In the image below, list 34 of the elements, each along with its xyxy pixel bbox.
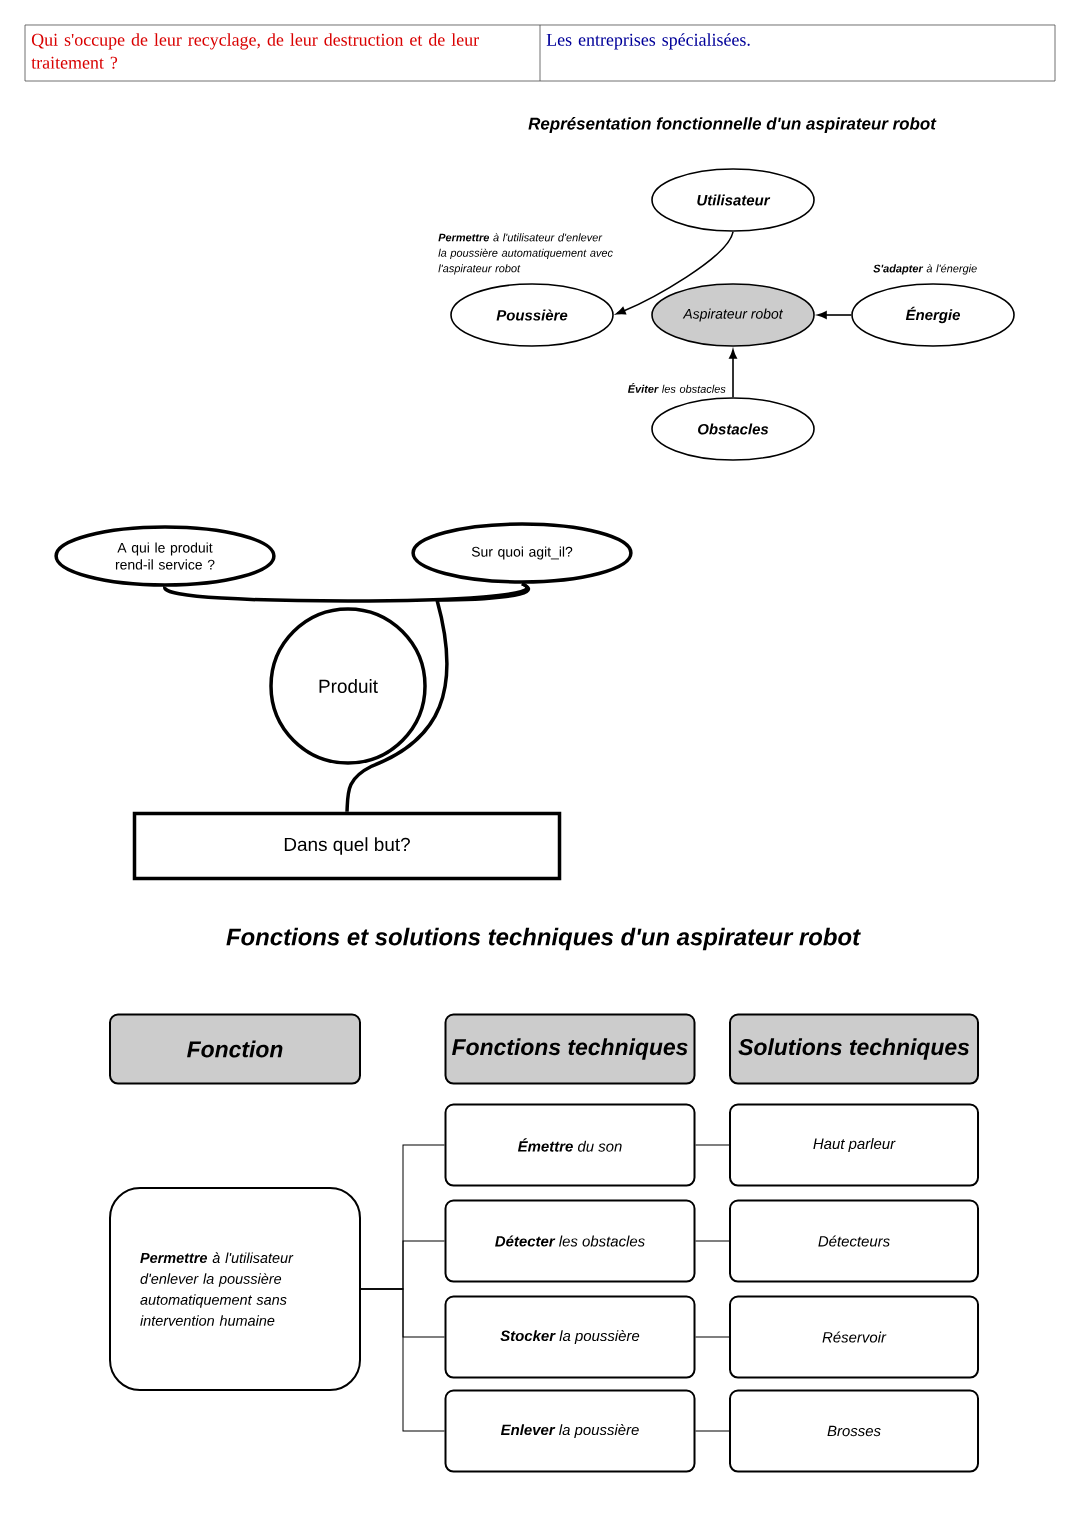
column-header: Fonction [109,1013,361,1085]
connector-line [345,582,530,812]
solution-box: Réservoir [729,1295,979,1379]
arrow [817,311,852,319]
ellipse-node: Aspirateur robot [651,283,815,347]
column-header: Fonctions techniques [444,1013,696,1085]
function-box: Enlever la poussière [444,1389,696,1473]
function-box: Permettre à l'utilisateur d'enlever la poussière automatiquement sans intervention humaine [109,1187,361,1391]
ellipse-node: Énergie [851,283,1015,347]
heading: Représentation fonctionnelle d'un aspirateur robot [528,117,937,133]
table-cell: Qui s'occupe de leur recyclage, de leur destruction et de leur traitement ? [31,33,479,69]
solution-box: Brosses [729,1389,979,1473]
connector-line [360,1288,445,1432]
arrow [729,349,737,398]
ellipse-node: Obstacles [651,397,815,461]
connector-line [695,1336,730,1338]
arrow [616,231,734,315]
table-cell: Les entreprises spécialisées. [546,33,750,50]
heading: Fonctions et solutions techniques d'un aspirateur robot [226,927,861,951]
solution-box: Détecteurs [729,1199,979,1283]
edge-label: Éviter les obstacles [627,383,726,393]
ellipse-node: Utilisateur [651,168,815,232]
ellipse-node: Poussière [450,283,614,347]
function-box: Émettre du son [444,1103,696,1187]
connector-line [695,1144,730,1146]
question-box: Dans quel but? [132,811,562,881]
edge-label: S'adapter à l'énergie [873,264,977,275]
solution-box: Haut parleur [729,1103,979,1187]
column-header: Solutions techniques [729,1013,979,1085]
edge-label: Permettre à l'utilisateur d'enlever la poussière automatiquement avec l'aspirateur robot [438,233,613,275]
function-box: Détecter les obstacles [444,1199,696,1283]
function-box: Stocker la poussière [444,1295,696,1379]
connector-line [695,1240,730,1242]
connector-line [695,1430,730,1432]
